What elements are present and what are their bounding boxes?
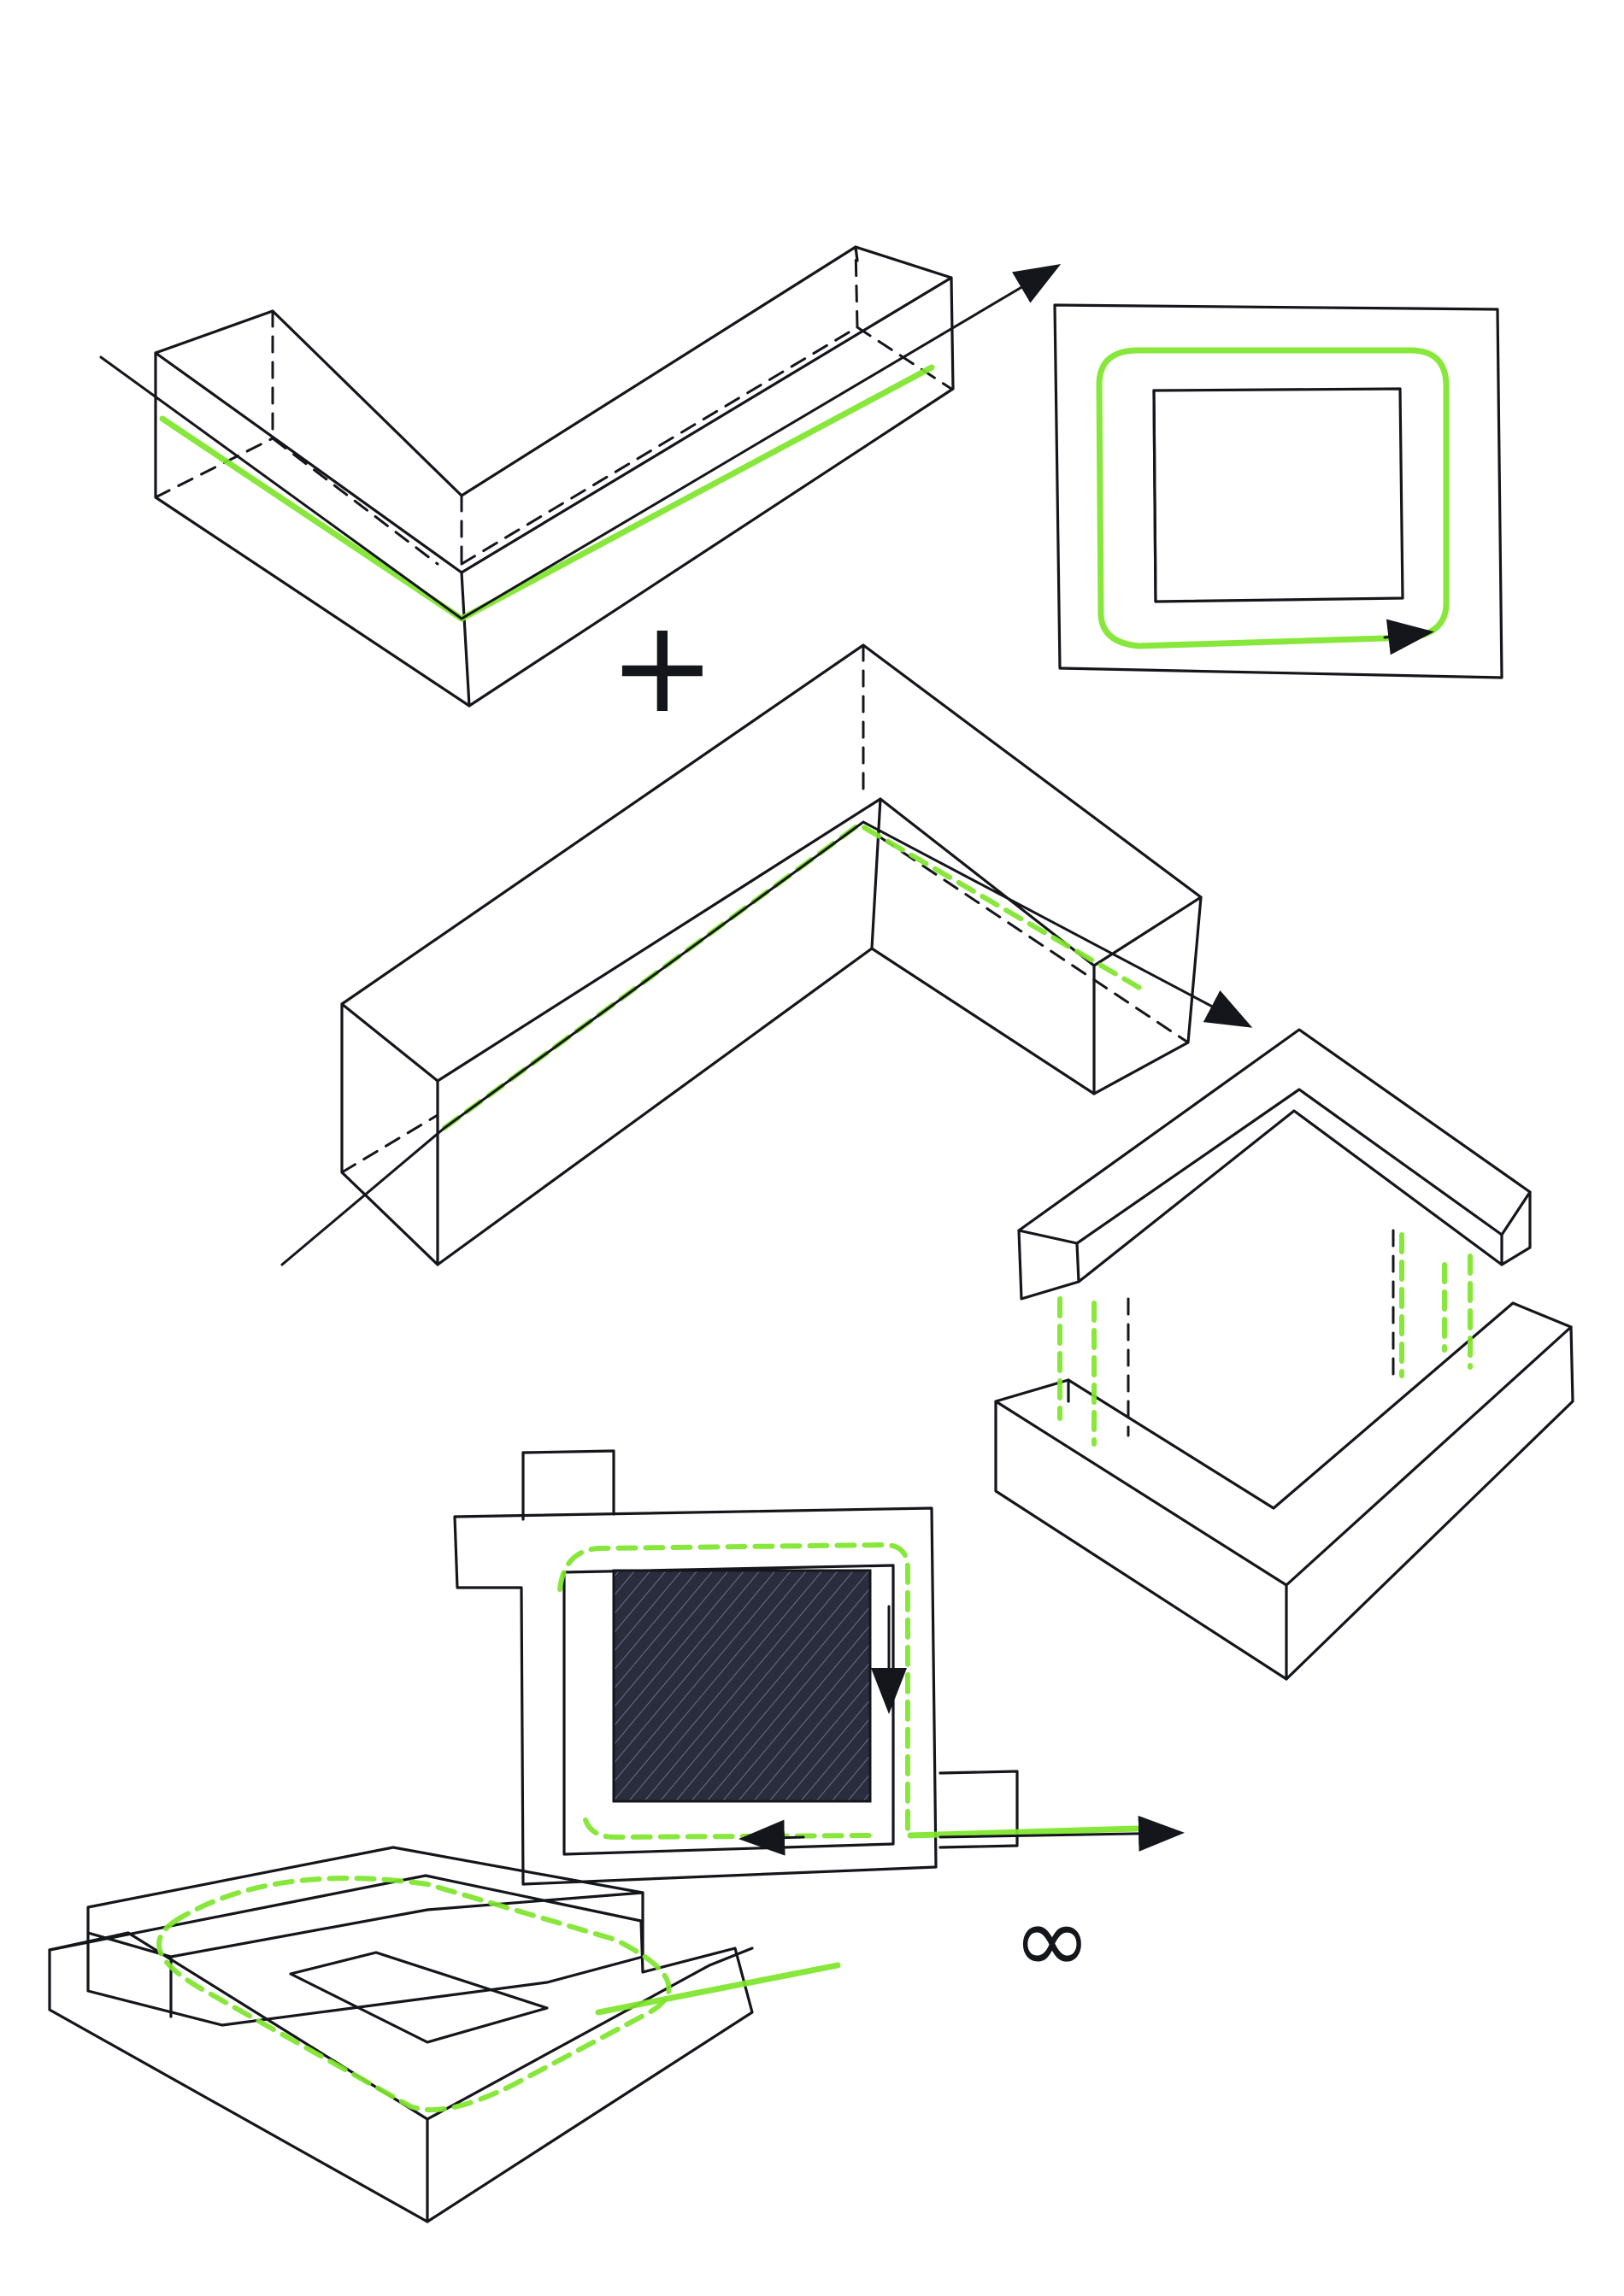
l-box-figure: [99, 245, 1062, 708]
hatched-core: [612, 1569, 872, 1803]
plus-sign: +: [609, 593, 716, 742]
hatched-frame-figure: [453, 1449, 1185, 1886]
ring-stack-figure: [48, 1846, 841, 2223]
inverted-l-box-figure: [280, 643, 1253, 1266]
square-frame-figure: [1053, 303, 1503, 679]
infinity-symbol: ∞: [1013, 1885, 1091, 1994]
stacked-frames-figure: [994, 1028, 1574, 1681]
